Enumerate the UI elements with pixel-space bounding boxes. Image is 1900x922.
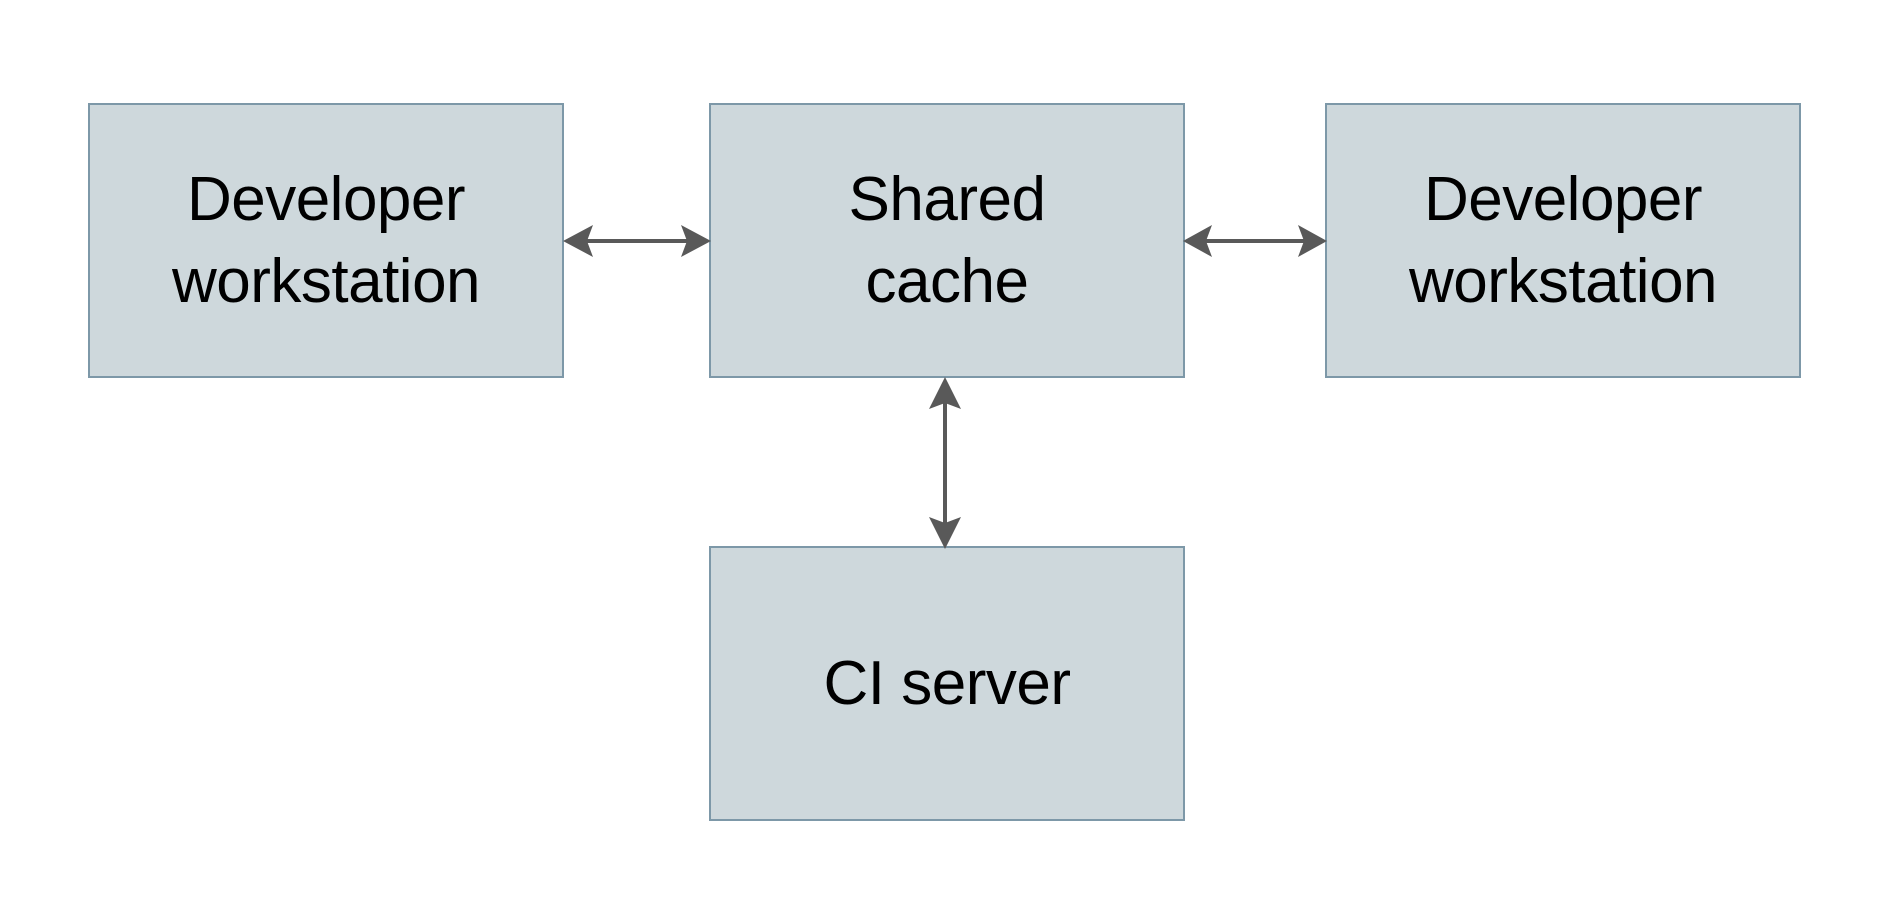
double-arrow-vertical-icon (929, 377, 961, 549)
node-label: Shared cache (848, 164, 1046, 316)
node-label: CI server (823, 648, 1071, 718)
node-developer-workstation-right[interactable]: Developer workstation (1325, 103, 1801, 378)
node-shared-cache[interactable]: Shared cache (709, 103, 1185, 378)
node-label: Developer workstation (171, 164, 481, 316)
edge-dev-left-to-shared-cache (560, 213, 714, 269)
double-arrow-horizontal-icon (563, 225, 711, 257)
double-arrow-horizontal-icon (1183, 225, 1327, 257)
node-developer-workstation-left[interactable]: Developer workstation (88, 103, 564, 378)
edge-shared-cache-to-dev-right (1180, 213, 1330, 269)
node-label: Developer workstation (1408, 164, 1718, 316)
node-ci-server[interactable]: CI server (709, 546, 1185, 821)
edge-shared-cache-to-ci-server (917, 374, 973, 552)
